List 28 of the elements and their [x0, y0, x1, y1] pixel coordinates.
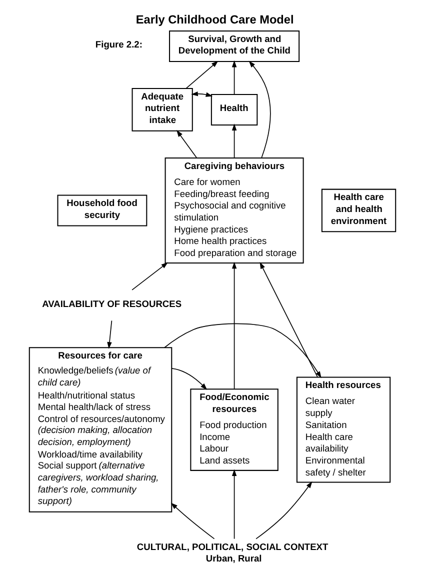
arrow	[106, 320, 112, 349]
label: Figure 2.2:	[94, 40, 142, 50]
diagram-title: Early Childhood Care Model	[135, 12, 294, 27]
arrow	[255, 481, 312, 540]
node-box: Adequate nutrient intake	[131, 88, 192, 132]
arrow	[259, 262, 318, 378]
node-box: Resources for care Knowledge/beliefs (value of child care) Health/nutritional status Mental health/lack of stress Control of resources/autonomy (decision making, allocation decision, employment) Workload/time availability Social support (alternative caregivers, workload sharing, father's role, community support)	[28, 347, 172, 512]
node-box: Household food security	[56, 194, 147, 226]
node-box: Survival, Growth and Development of the Child	[168, 30, 300, 62]
arrow	[170, 502, 214, 540]
node-box: Health	[210, 94, 258, 126]
node-text: CULTURAL, POLITICAL, SOCIAL CONTEXT Urban, Rural	[136, 542, 328, 564]
node-box: Food/Economic resources Food production Income Labour Land assets	[190, 388, 278, 471]
arrow	[231, 262, 236, 390]
node-box: Caregiving behaviours Care for women Feeding/breast feeding Psychosocial and cognitive stimulation Hygiene practices Home health practices Food preparation and storage	[164, 157, 304, 264]
arrow	[248, 60, 270, 158]
arrow	[170, 368, 207, 390]
node-box: Health care and health environment	[320, 188, 396, 232]
arrow	[164, 323, 321, 378]
arrow	[190, 91, 212, 97]
node-text: AVAILABILITY OF RESOURCES	[42, 298, 182, 309]
arrow	[185, 60, 218, 89]
arrow	[231, 60, 236, 95]
arrow	[176, 130, 196, 158]
arrow	[231, 124, 236, 158]
arrow	[131, 262, 168, 290]
node-box: Health resources Clean water supply Sanitation Health care availability Environmental safety / shelter	[296, 376, 390, 483]
arrow	[231, 469, 236, 540]
